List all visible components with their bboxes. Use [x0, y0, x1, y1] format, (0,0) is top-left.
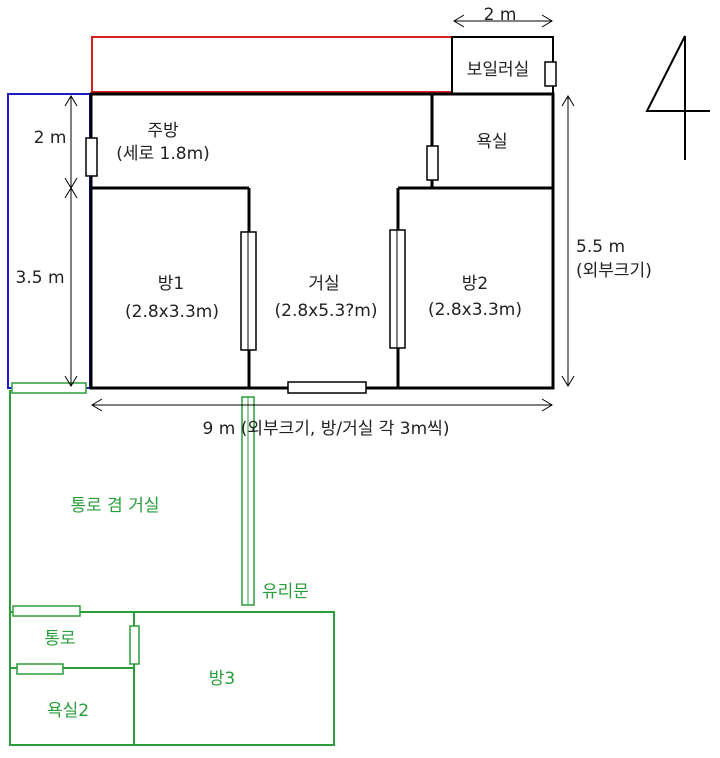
room2-label: 방2 [462, 274, 488, 294]
room3-label: 방3 [209, 669, 235, 689]
dim-right-arrow-bottom [561, 375, 575, 387]
dim-left-arrow-top [64, 95, 78, 107]
room1-label: 방1 [158, 274, 184, 294]
dim-bottom-arrow-left [91, 398, 103, 412]
dim-left-arrow-bottom [64, 375, 78, 387]
north-arrow-icon [645, 35, 710, 160]
dim-boiler-arrow-right [541, 14, 553, 28]
extension-outline [9, 390, 335, 746]
kitchen-note-label: (세로 1.8m) [116, 144, 210, 164]
dim-left-lower-label: 3.5 m [16, 268, 65, 288]
bathroom2-door [16, 663, 64, 675]
dim-right-note-label: (외부크기) [576, 261, 652, 281]
extension-entry-door [11, 382, 87, 394]
boiler-room-door [544, 61, 557, 87]
boiler-room-label: 보일러실 [467, 60, 530, 80]
bathroom-label: 욕실 [476, 132, 507, 152]
dim-left-arrow-mid-down [64, 187, 78, 199]
passage-living-label: 통로 겸 거실 [70, 496, 159, 516]
passage-label: 통로 [44, 629, 75, 649]
glass-door-label: 유리문 [262, 582, 309, 602]
dim-boiler-arrow-left [453, 14, 465, 28]
kitchen-door [85, 137, 98, 177]
red-strip-area [91, 36, 453, 93]
bathroom-door [426, 145, 439, 181]
dim-bottom-width-label: 9 m (외부크기, 방/거실 각 3m씩) [203, 419, 450, 439]
bathroom2-label: 욕실2 [47, 701, 89, 721]
living-size-label: (2.8x5.3?m) [275, 301, 378, 321]
dim-right-arrow-top [561, 95, 575, 107]
passage-door [12, 605, 81, 617]
dim-right-height-label: 5.5 m [576, 237, 625, 257]
living-label: 거실 [308, 274, 339, 294]
living-door [287, 381, 367, 394]
dim-bottom-arrow-right [541, 398, 553, 412]
room1-size-label: (2.8x3.3m) [125, 302, 219, 322]
kitchen-label: 주방 [147, 121, 179, 141]
dim-left-upper-label: 2 m [34, 128, 67, 148]
room3-door [129, 625, 140, 665]
dim-boiler-width-label: 2 m [484, 5, 517, 25]
room2-size-label: (2.8x3.3m) [428, 300, 522, 320]
